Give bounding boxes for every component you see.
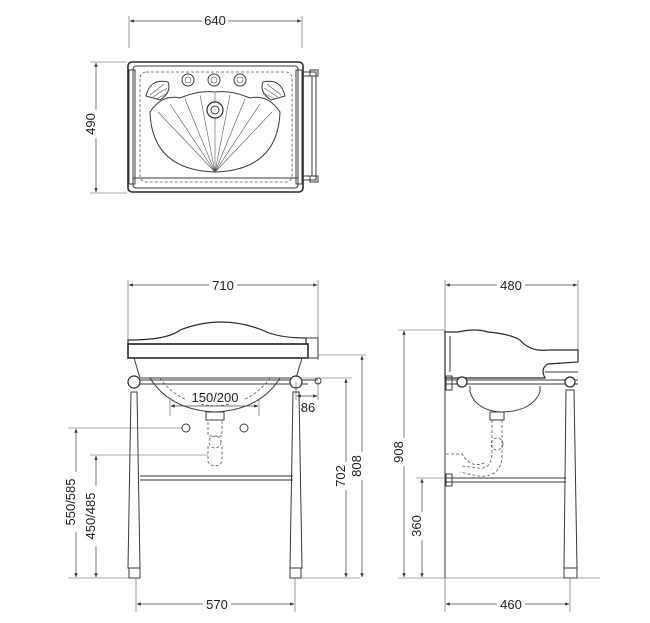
front-waste-height-dimension: 550/585 [63,427,182,579]
front-width-dimension: 710 [127,276,319,360]
side-leg-spacing-label: 460 [500,597,522,612]
side-view: 480 [391,276,600,612]
front-basin [127,321,319,467]
side-depth-label: 480 [500,278,522,293]
front-waste-spacing-dimension: 150/200 [169,389,260,416]
side-overall-height-dimension: 908 [391,329,600,579]
front-trap-height-label: 450/485 [83,493,98,540]
top-width-dimension: 640 [128,11,303,48]
front-leg-spacing-dimension: 570 [135,578,296,612]
front-waste-spacing-label: 150/200 [192,390,239,405]
front-trap-offset-label: 86 [301,400,315,415]
front-overall-height-dimension: 808 [318,354,369,578]
top-width-label: 640 [204,13,226,28]
side-frame [445,375,578,579]
side-leg-spacing-dimension: 460 [444,578,571,612]
top-basin-outline [127,61,319,193]
top-shell-ornaments [145,80,286,101]
front-waste-height-label: 550/585 [63,479,78,526]
front-leg-spacing-label: 570 [206,597,228,612]
side-rail-height-dimension: 360 [409,477,446,578]
top-depth-label: 490 [83,113,98,135]
front-trap-height-dimension: 450/485 [83,454,208,578]
front-trap-offset-dimension: 86 [295,382,319,415]
top-scallop-basin [149,91,281,173]
front-width-label: 710 [212,278,234,293]
front-view: 710 [63,276,369,612]
front-basin-height-dimension: 702 [300,377,360,579]
side-overall-height-label: 908 [391,441,406,463]
top-tap-holes [181,73,247,87]
top-view: 640 490 [83,11,319,194]
side-rail-height-label: 360 [409,515,424,537]
front-basin-height-label: 702 [333,465,348,487]
top-depth-dimension: 490 [83,61,127,194]
front-overall-height-label: 808 [349,455,364,477]
side-basin [444,329,579,477]
